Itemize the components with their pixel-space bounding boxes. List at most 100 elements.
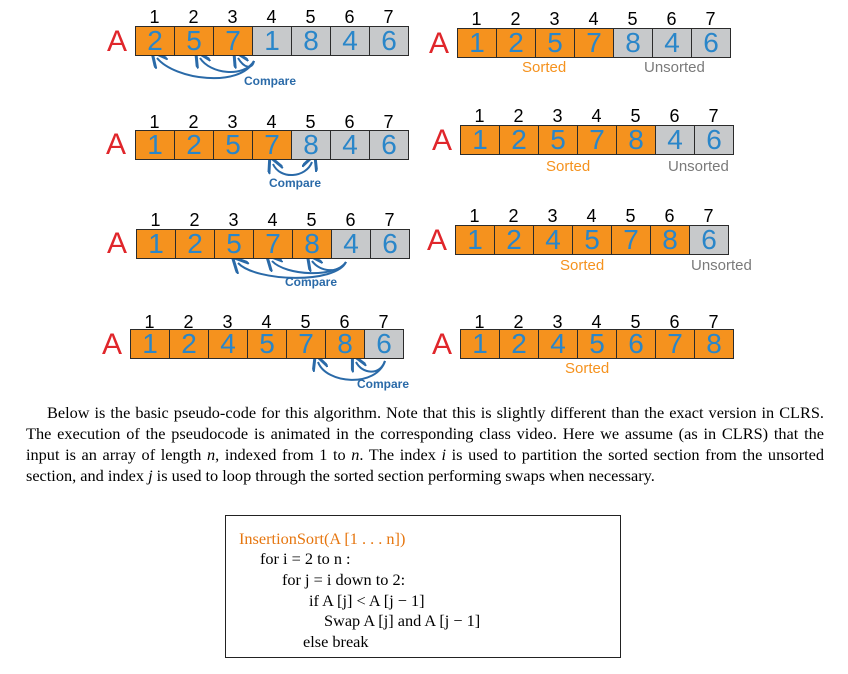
index-label: 1 — [474, 312, 485, 332]
array-cell: 8 — [694, 329, 734, 359]
array-cell: 4 — [652, 28, 692, 58]
index-label: 2 — [510, 9, 521, 29]
index-label: 2 — [188, 7, 199, 27]
index-label: 6 — [664, 206, 675, 226]
index-label: 7 — [378, 312, 389, 332]
array-cell: 4 — [208, 329, 248, 359]
index-label: 6 — [344, 112, 355, 132]
sorted-label: Sorted — [560, 257, 605, 274]
index-label: 3 — [227, 112, 238, 132]
compare-arrow — [238, 58, 255, 67]
index-label: 3 — [552, 312, 563, 332]
index-label: 3 — [228, 210, 239, 230]
index-label: 4 — [591, 106, 602, 126]
sorted-label: Sorted — [522, 59, 567, 76]
pseudocode-line: for j = i down to 2: — [282, 570, 406, 589]
index-label: 5 — [300, 312, 311, 332]
unsorted-label: Unsorted — [691, 257, 752, 274]
index-label: 2 — [513, 312, 524, 332]
array-cell: 6 — [364, 329, 404, 359]
index-label: 7 — [384, 210, 395, 230]
array-cell: 6 — [694, 125, 734, 155]
index-label: 1 — [150, 210, 161, 230]
pseudocode-line: else break — [303, 632, 369, 651]
array-cell: 1 — [460, 329, 500, 359]
compare-label: Compare — [269, 176, 322, 190]
array-cell: 7 — [611, 225, 651, 255]
array-cell: 2 — [135, 26, 175, 56]
array-cell: 7 — [286, 329, 326, 359]
array-cell: 4 — [538, 329, 578, 359]
index-label: 2 — [508, 206, 519, 226]
index-label: 4 — [266, 7, 277, 27]
compare-label: Compare — [244, 74, 297, 88]
array-cell: 7 — [577, 125, 617, 155]
sorted-label: Sorted — [546, 158, 591, 175]
array-name-label: A — [107, 227, 128, 260]
array-cell: 6 — [369, 26, 409, 56]
index-label: 5 — [625, 206, 636, 226]
index-label: 4 — [586, 206, 597, 226]
array-cell: 7 — [655, 329, 695, 359]
index-label: 1 — [469, 206, 480, 226]
index-label: 5 — [627, 9, 638, 29]
index-label: 4 — [261, 312, 272, 332]
array-cell: 5 — [213, 130, 253, 160]
array-cell: 2 — [499, 125, 539, 155]
index-label: 1 — [144, 312, 155, 332]
index-label: 3 — [552, 106, 563, 126]
compare-arrow — [200, 58, 255, 74]
index-label: 7 — [708, 312, 719, 332]
compare-arrow — [273, 162, 312, 176]
array-cell: 2 — [496, 28, 536, 58]
index-label: 6 — [344, 7, 355, 27]
compare-arrow — [356, 361, 386, 372]
array-cell: 4 — [533, 225, 573, 255]
index-label: 1 — [149, 112, 160, 132]
index-label: 7 — [383, 7, 394, 27]
array-cell: 1 — [252, 26, 292, 56]
array-name-label: A — [102, 328, 123, 361]
array-cell: 1 — [135, 130, 175, 160]
index-label: 5 — [630, 312, 641, 332]
array-cell: 2 — [169, 329, 209, 359]
array-name-label: A — [432, 124, 453, 157]
index-label: 7 — [383, 112, 394, 132]
pseudocode-line: for i = 2 to n : — [260, 549, 351, 568]
array-cell: 6 — [689, 225, 729, 255]
array-cell: 5 — [535, 28, 575, 58]
index-label: 4 — [588, 9, 599, 29]
array-cell: 5 — [538, 125, 578, 155]
array-cell: 2 — [499, 329, 539, 359]
pseudocode-line: Swap A [j] and A [j − 1] — [324, 611, 481, 630]
index-label: 7 — [705, 9, 716, 29]
array-cell: 7 — [253, 229, 293, 259]
array-name-label: A — [107, 25, 128, 58]
index-label: 4 — [591, 312, 602, 332]
array-cell: 1 — [460, 125, 500, 155]
index-label: 2 — [513, 106, 524, 126]
array-cell: 6 — [369, 130, 409, 160]
pseudocode-line: if A [j] < A [j − 1] — [309, 591, 425, 610]
array-cell: 7 — [213, 26, 253, 56]
array-cell: 2 — [175, 229, 215, 259]
index-label: 5 — [630, 106, 641, 126]
array-cell: 1 — [130, 329, 170, 359]
array-name-label: A — [427, 224, 448, 257]
index-label: 2 — [183, 312, 194, 332]
array-cell: 4 — [655, 125, 695, 155]
index-label: 6 — [669, 312, 680, 332]
sorted-label: Sorted — [565, 360, 610, 377]
array-cell: 4 — [330, 26, 370, 56]
array-cell: 2 — [494, 225, 534, 255]
array-name-label: A — [106, 128, 127, 161]
index-label: 1 — [149, 7, 160, 27]
compare-arrow — [312, 261, 347, 270]
index-label: 6 — [666, 9, 677, 29]
array-cell: 8 — [292, 229, 332, 259]
array-cell: 8 — [613, 28, 653, 58]
array-cell: 2 — [174, 130, 214, 160]
index-label: 4 — [267, 210, 278, 230]
index-label: 7 — [703, 206, 714, 226]
